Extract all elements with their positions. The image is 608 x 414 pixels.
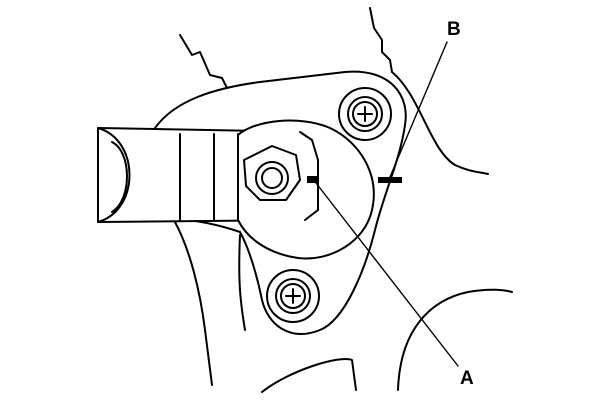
leader-line-b	[389, 41, 448, 178]
alignment-mark-a	[307, 176, 319, 183]
hex-nut-icon	[243, 145, 301, 201]
phillips-screw-icon	[266, 269, 320, 323]
leader-lines	[315, 41, 459, 367]
callout-label-a: A	[460, 368, 474, 389]
alignment-mark-b	[378, 177, 402, 183]
housing-outline	[174, 7, 513, 393]
phillips-screw-icon	[338, 87, 392, 141]
leader-line-a	[315, 182, 459, 367]
callout-label-b: B	[447, 19, 461, 40]
